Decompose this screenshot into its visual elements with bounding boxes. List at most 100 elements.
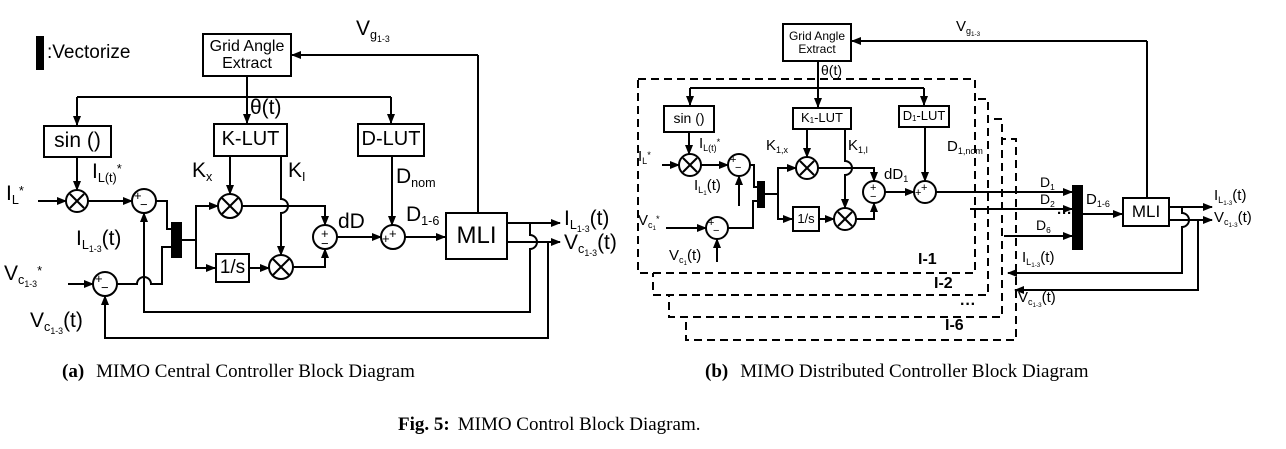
d6-label-b: D6 (1036, 217, 1051, 235)
wires-distributed-controller (662, 37, 1213, 294)
integrator-box-a: 1/s (215, 253, 250, 283)
il13t-output-label-a: IL1-3(t) (564, 207, 610, 234)
sum-junction-pi-b (862, 180, 886, 204)
sum-junction-voltage-b (705, 216, 729, 240)
ilt-ref-label-b: IL(t)* (699, 135, 721, 153)
sum-sign: + (730, 154, 737, 166)
imult-to-pisum-a (293, 248, 329, 268)
il13t-feedback-label-b: IL1-3(t) (1022, 249, 1055, 269)
k1i-label-b: K1,I (848, 137, 869, 155)
sum-sign: + (921, 182, 928, 194)
pmult-to-pisum-b (818, 167, 878, 182)
sum-sign: + (95, 271, 103, 286)
vc13t-feedback-label-a: Vc1-3(t) (30, 309, 83, 336)
sum-sign: + (870, 182, 877, 194)
voltage-feedback-b (1014, 220, 1199, 294)
sum-junction-pi-a (312, 224, 338, 250)
sum-sign: + (915, 187, 922, 199)
sum-sign: − (870, 191, 877, 203)
caption-b-text: MIMO Distributed Controller Block Diagra… (740, 361, 1089, 382)
current-feedback-a (140, 212, 538, 313)
figure-caption-text: MIMO Control Block Diagram. (457, 414, 701, 435)
sum-junction-duty-a (380, 224, 406, 250)
dd-label-a: dD (338, 210, 365, 233)
sum-sign: − (735, 162, 742, 174)
theta-label-a: θ(t) (250, 96, 282, 119)
figure-caption-tag: Fig. 5: (398, 414, 450, 435)
il13t-output-label-b: IL1-3(t) (1214, 187, 1247, 207)
grid-angle-extract-box-a: Grid Angle Extract (202, 33, 292, 77)
dd1-label-b: dD1 (884, 166, 909, 184)
sum-sign: + (321, 226, 329, 241)
sum-junction-current-a (131, 188, 157, 214)
vc-ref-label-a: Vc1-3* (4, 262, 43, 289)
sum-sign: + (708, 217, 715, 229)
vc13t-feedback-label-b: Vc1-3(t) (1018, 289, 1056, 309)
il1t-feedback-label-b: IL1(t) (694, 177, 721, 197)
vectorize-bar-b (757, 181, 765, 208)
duty-bus-vectorize-bar (1072, 185, 1083, 250)
mli-box-a: MLI (445, 212, 508, 260)
sum-sign: − (101, 280, 109, 295)
il13t-feedback-label-a: IL1-3(t) (76, 227, 122, 254)
kx-label-a: Kx (192, 159, 213, 184)
isum-to-bar-b (750, 164, 757, 188)
vectorize-legend-bar (36, 36, 44, 70)
il-ref-label-b: IL* (638, 148, 651, 166)
pmult-to-pisum-a (242, 205, 329, 226)
sum-junction-voltage-a (92, 271, 118, 297)
k1x-label-b: K1,x (766, 137, 789, 155)
vg-label-b: Vg1-3 (956, 18, 981, 38)
sum-sign: + (389, 226, 397, 241)
caption-a-text: MIMO Central Controller Block Diagram (96, 361, 415, 382)
ki-label-a: KI (288, 159, 306, 184)
integrator-box-b: 1/s (792, 206, 820, 232)
theta-label-b: θ(t) (821, 62, 842, 78)
d16-label-a: D1-6 (406, 203, 440, 228)
ilt-ref-label-a: IL(t)* (92, 160, 122, 185)
sum-sign: − (713, 225, 720, 237)
mli-box-b: MLI (1122, 197, 1170, 227)
il-ref-label-a: IL* (6, 182, 24, 207)
sum-junction-duty-b (913, 180, 937, 204)
sum-sign: + (382, 231, 390, 246)
sum-junction-current-b (727, 153, 751, 177)
vc1t-feedback-label-b: Vc1(t) (669, 247, 702, 267)
caption-b: (b) MIMO Distributed Controller Block Dia… (705, 361, 1089, 383)
layer-label-i6: I-6 (945, 317, 964, 334)
caption-a: (a)MIMO Central Controller Block Diagram (62, 361, 415, 383)
vectorize-bar-a (171, 222, 182, 258)
vc13t-output-label-b: Vc1-3(t) (1214, 209, 1252, 229)
d-lut-box-a: D-LUT (357, 123, 425, 157)
layer-label-i2: I-2 (934, 275, 953, 292)
grid-angle-extract-box-b: Grid Angle Extract (782, 23, 852, 62)
figure-caption: Fig. 5: MIMO Control Block Diagram. (398, 414, 700, 436)
current-feedback-b (1007, 207, 1190, 277)
nodes-central-controller (65, 188, 406, 297)
voltage-feedback-a (101, 242, 549, 339)
sum-sign: − (140, 197, 148, 212)
d16-label-b: D1-6 (1086, 191, 1110, 209)
vc13t-output-label-a: Vc1-3(t) (564, 231, 617, 258)
k-lut-box-a: K-LUT (213, 123, 288, 157)
sum-sign: + (134, 188, 142, 203)
imult-to-pisum-b (856, 202, 878, 220)
layer-label-i1: I-1 (918, 251, 937, 268)
bus-dots-label-b: ··· (1057, 205, 1072, 222)
wires-central-controller (38, 51, 561, 339)
isum-to-bar-a (156, 200, 171, 230)
vsum-to-bar-b (728, 200, 757, 229)
d2-label-b: D2 (1040, 191, 1055, 209)
sin-box-a: sin () (43, 125, 112, 158)
sin-box-b: sin () (663, 105, 715, 133)
vsum-to-bar-a (117, 246, 171, 285)
vc1-ref-label-b: Vc1* (638, 212, 660, 232)
d1-label-b: D1 (1040, 174, 1055, 192)
sum-sign: − (321, 236, 329, 251)
nodes-distributed-controller (678, 153, 1083, 250)
caption-b-tag: (b) (705, 361, 729, 382)
